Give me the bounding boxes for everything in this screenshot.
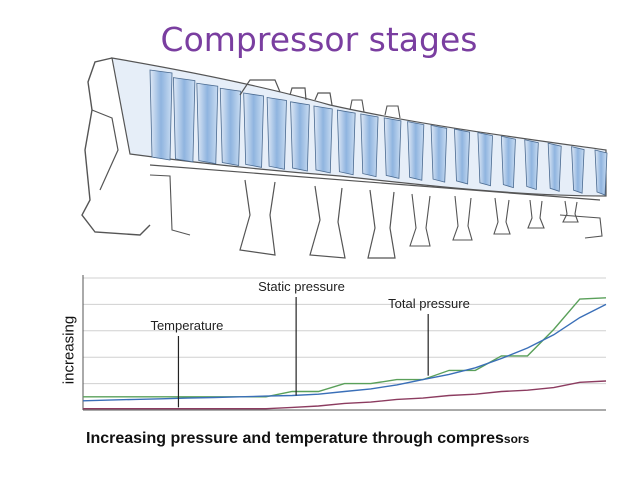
blade-6 bbox=[266, 97, 287, 170]
series-line-2 bbox=[82, 303, 607, 402]
blade-15 bbox=[477, 132, 493, 187]
slide-title: Compressor stages bbox=[160, 20, 478, 59]
blade-10 bbox=[360, 113, 379, 178]
series-line-1 bbox=[83, 297, 607, 398]
annotation-label: Total pressure bbox=[388, 296, 470, 311]
blade-17 bbox=[524, 139, 539, 191]
compressor-cross-section bbox=[81, 57, 608, 259]
blade-9 bbox=[336, 109, 356, 176]
caption-tail: sors bbox=[503, 432, 530, 446]
series-line-3 bbox=[83, 380, 607, 410]
blade-7 bbox=[290, 101, 310, 172]
blade-3 bbox=[196, 82, 219, 165]
annotation-label: Temperature bbox=[150, 318, 223, 333]
blade-11 bbox=[383, 117, 402, 179]
blade-16 bbox=[500, 135, 516, 189]
chart-caption: Increasing pressure and temperature thro… bbox=[86, 430, 529, 448]
blade-12 bbox=[407, 121, 425, 181]
blade-2 bbox=[173, 77, 196, 163]
blade-13 bbox=[430, 124, 448, 183]
blade-5 bbox=[243, 92, 264, 168]
blade-18 bbox=[547, 142, 562, 192]
annotation-label: Static pressure bbox=[258, 279, 345, 294]
blade-19 bbox=[571, 146, 585, 194]
blade-14 bbox=[454, 128, 471, 185]
y-axis-label-wrap: increasing bbox=[49, 300, 89, 400]
compressor-blades bbox=[149, 69, 608, 196]
blade-20 bbox=[594, 149, 608, 196]
y-axis-label: increasing bbox=[60, 315, 78, 385]
blade-1 bbox=[149, 69, 173, 161]
blade-4 bbox=[219, 87, 242, 167]
caption-main: Increasing pressure and temperature thro… bbox=[86, 430, 504, 447]
chart-series bbox=[82, 297, 607, 410]
blade-8 bbox=[313, 105, 333, 174]
